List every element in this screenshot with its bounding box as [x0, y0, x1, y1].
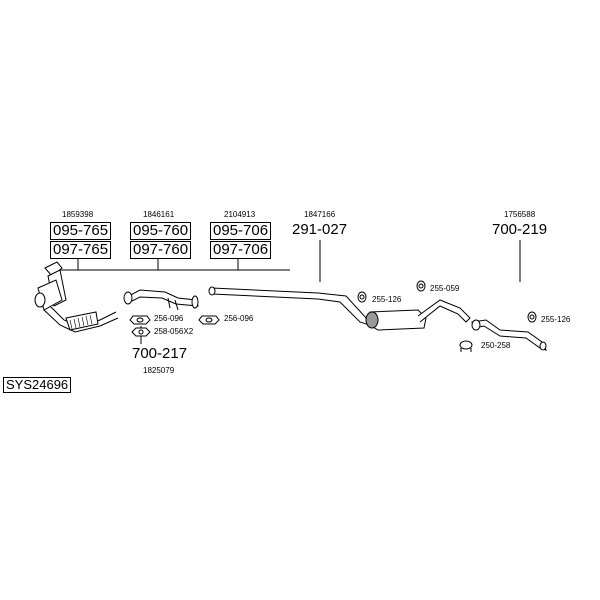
hanger-3-label: 255-126: [541, 315, 571, 324]
group-ref-3: 2104913: [224, 210, 256, 219]
front-pipe-ref: 1825079: [143, 366, 175, 375]
catalytic-converter: [34, 261, 119, 333]
part-box-2-top: 095-760: [130, 222, 192, 240]
hanger-1-label: 255-126: [372, 295, 402, 304]
part-box-1-bottom: 097-765: [50, 241, 112, 259]
front-pipe-part-number: 700-217: [132, 345, 188, 362]
gasket-2-label: 256-096: [224, 314, 254, 323]
part-box-2-bottom: 097-760: [130, 241, 192, 259]
gasket-1-label: 256-096: [154, 314, 184, 323]
front-pipe: [123, 289, 199, 311]
middle-silencer: [365, 299, 471, 331]
clamp-label: 250-258: [481, 341, 511, 350]
nut-label: 258-056X2: [154, 327, 194, 336]
rear-ref: 1756588: [504, 210, 536, 219]
middle-ref: 1847166: [304, 210, 336, 219]
flex-bellows: [69, 314, 93, 330]
hanger-2-label: 255-059: [430, 284, 460, 293]
middle-part-number: 291-027: [292, 221, 348, 238]
part-box-3-top: 095-706: [210, 222, 272, 240]
part-box-3-bottom: 097-706: [210, 241, 272, 259]
group-ref-2: 1846161: [143, 210, 175, 219]
part-box-1-top: 095-765: [50, 222, 112, 240]
rear-pipe: [471, 319, 547, 351]
group-ref-1: 1859398: [62, 210, 94, 219]
system-code: SYS24696: [3, 377, 72, 393]
rear-part-number: 700-219: [492, 221, 548, 238]
small-parts: [129, 280, 537, 352]
